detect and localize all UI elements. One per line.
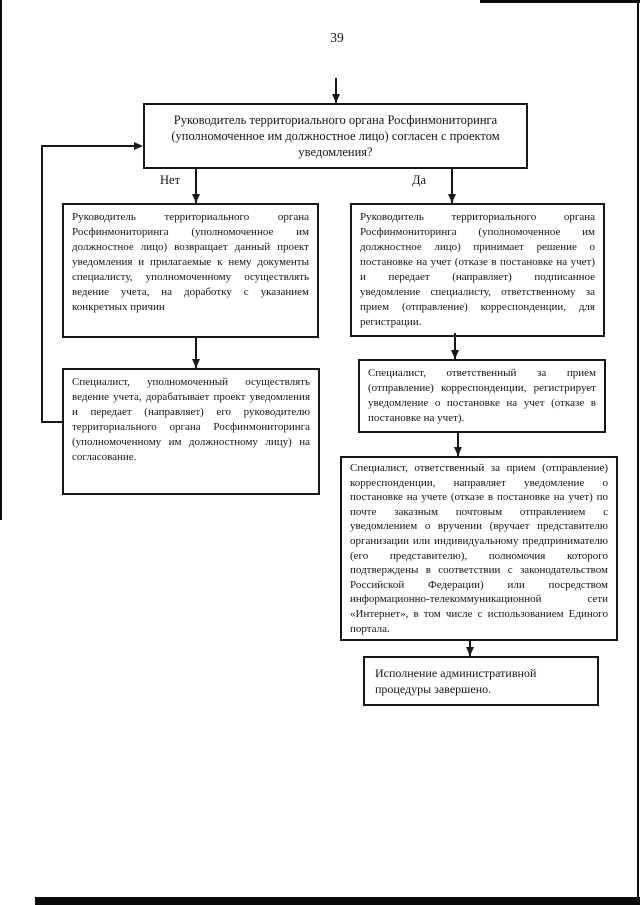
no-label: Нет xyxy=(160,173,181,187)
arrowhead-down-icon xyxy=(448,194,456,203)
yes-box-register-notification: Специалист, ответственный за прием (отпр… xyxy=(358,359,606,433)
arrow-no-box-1-to-no-box-2 xyxy=(192,338,200,368)
yes-box-send-notification: Специалист, ответственный за прием (отпр… xyxy=(340,456,618,642)
scan-right-edge-line xyxy=(637,0,639,905)
no-box-return-project: Руководитель территориального органа Рос… xyxy=(62,203,319,338)
arrow-decision-to-no-box-1 xyxy=(192,167,200,203)
scan-left-edge-line xyxy=(0,0,2,520)
feedback-connector-top-segment xyxy=(41,145,135,147)
arrowhead-down-icon xyxy=(332,94,340,103)
end-box: Исполнение административной процедуры за… xyxy=(363,656,599,706)
arrow-yes-box-1-to-yes-box-2 xyxy=(451,333,459,359)
arrow-decision-to-yes-box-1 xyxy=(448,167,456,203)
arrowhead-down-icon xyxy=(451,350,459,359)
scan-bottom-bar xyxy=(35,897,640,905)
arrow-start-to-decision xyxy=(332,78,340,103)
arrowhead-right-icon xyxy=(134,142,143,150)
feedback-connector-bottom-segment xyxy=(41,421,62,423)
arrowhead-down-icon xyxy=(192,359,200,368)
yes-box-decision-registration: Руководитель территориального органа Рос… xyxy=(350,203,605,337)
scan-top-right-bar xyxy=(480,0,640,3)
feedback-connector-vertical-segment xyxy=(41,145,43,423)
arrowhead-down-icon xyxy=(192,194,200,203)
arrowhead-down-icon xyxy=(466,647,474,656)
page-number: 39 xyxy=(330,30,344,45)
arrow-yes-box-3-to-end xyxy=(466,640,474,656)
arrow-yes-box-2-to-yes-box-3 xyxy=(454,432,462,456)
no-box-specialist-rework: Специалист, уполномоченный осуществлять … xyxy=(62,368,320,495)
yes-label: Да xyxy=(412,173,427,187)
decision-box: Руководитель территориального органа Рос… xyxy=(143,103,528,169)
arrowhead-down-icon xyxy=(454,447,462,456)
